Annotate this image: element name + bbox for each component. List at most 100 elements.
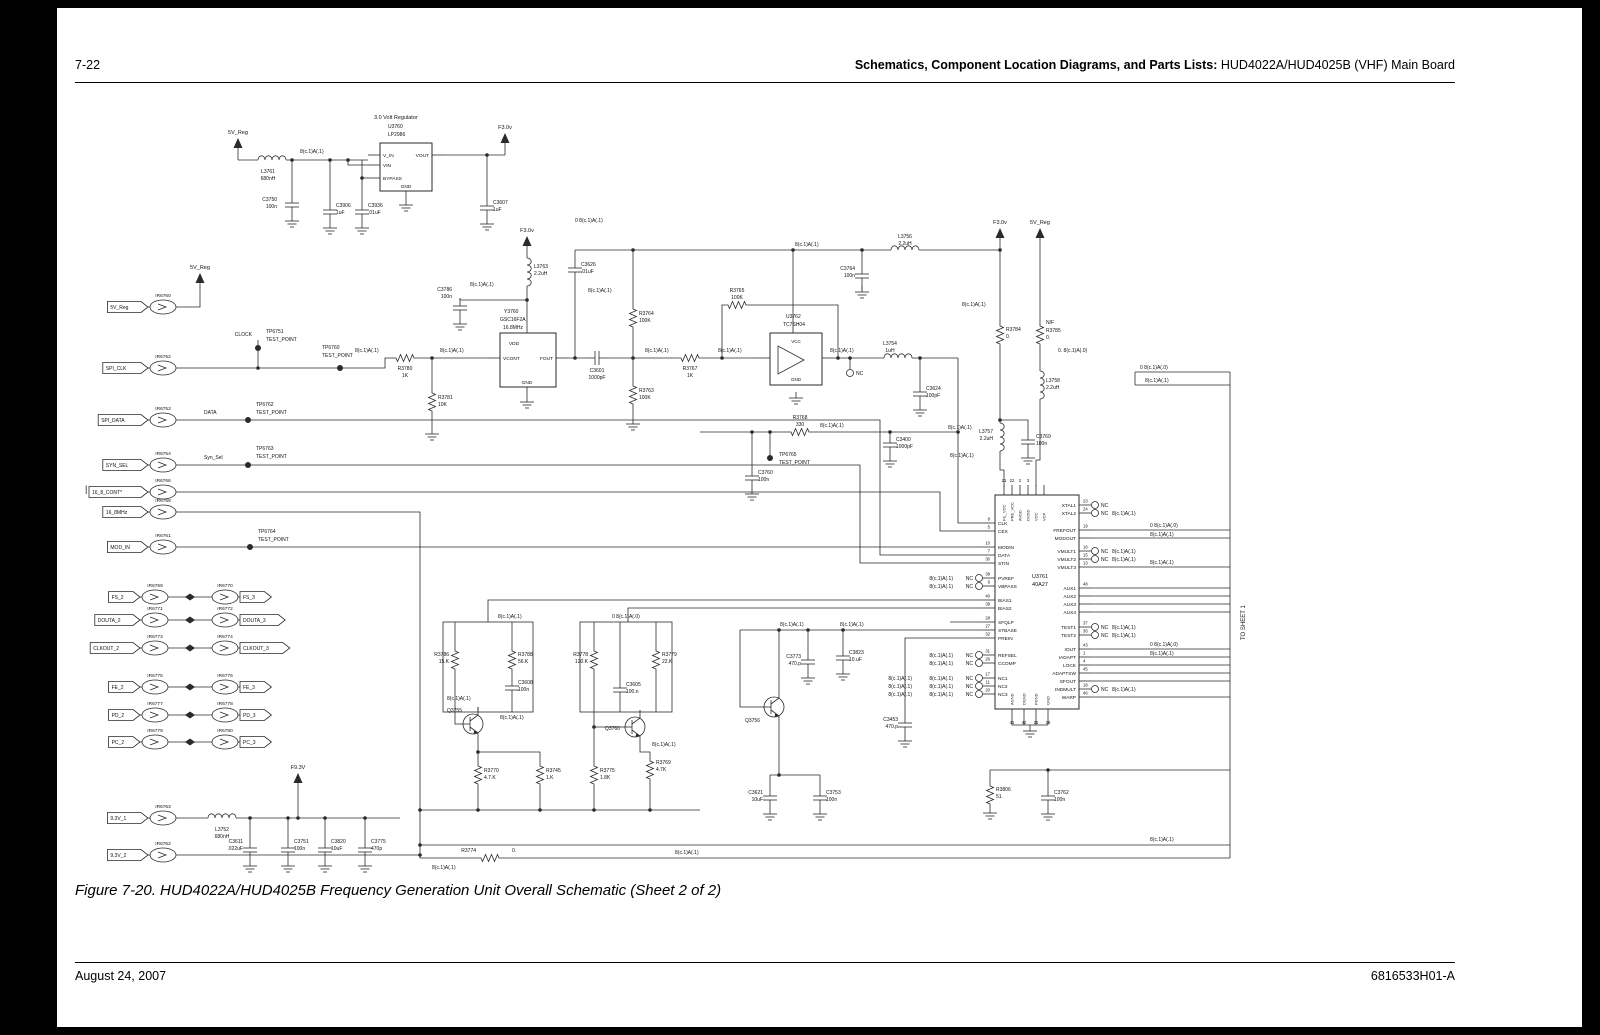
pin-number: 5: [988, 525, 991, 530]
pin-name: PVREF: [998, 576, 1014, 582]
wire: [176, 511, 478, 859]
pin-name: VOUT: [416, 153, 429, 159]
signal-name: FE_2: [112, 685, 124, 691]
component-outline: [579, 621, 673, 713]
junction-dot: [296, 816, 300, 820]
schematic-label: L3758: [1046, 378, 1060, 384]
left-black-margin: [0, 0, 57, 1035]
ic-U3760: [379, 142, 433, 192]
schematic-label: 100n: [758, 477, 769, 483]
schematic-label: 330: [796, 422, 805, 428]
schematic-label: 8(c.1)A(.1): [652, 742, 676, 748]
schematic-label: C3605: [626, 682, 641, 688]
connector-ref: IR6775: [147, 673, 163, 679]
nc-icon: [975, 682, 983, 690]
schematic-label: C3760: [758, 470, 773, 476]
connector-arrow-icon: [149, 711, 160, 719]
pin-number: 30: [985, 557, 990, 562]
schematic-label: CLOCK: [235, 332, 253, 338]
nc-icon: [1091, 501, 1099, 509]
signal-flag: [89, 642, 141, 654]
nc-label: NC: [1101, 633, 1109, 639]
schematic-label: 8(c.1)A(.1): [929, 692, 953, 698]
signal-name: FS_2: [112, 595, 124, 601]
wire: [454, 712, 459, 725]
schematic-label: C3624: [926, 386, 941, 392]
transistor-Q3756: [770, 690, 780, 705]
signal-name: DOUTA_2: [98, 618, 121, 624]
connector-ref: IR6768: [155, 498, 171, 504]
schematic-label: TP6764: [258, 529, 276, 535]
connector-arrow-icon: [149, 683, 160, 691]
schematic-label: 8(c.1)A(.1): [888, 692, 912, 698]
junction-dot: [476, 750, 480, 754]
signal-flag: [107, 541, 149, 553]
schematic-label: 16.8MHz: [503, 325, 524, 331]
test-point-dot: [767, 455, 773, 461]
test-point-dot: [337, 365, 343, 371]
pin-number: 48: [1083, 582, 1088, 587]
schematic-label: 8(c.1)A(.1): [1112, 557, 1136, 563]
connector-IR6763: [149, 810, 177, 826]
header-rule: [75, 82, 1455, 83]
connector-ref: IR6769: [147, 583, 163, 589]
junction-dot: [806, 628, 810, 632]
junction-dot: [256, 366, 260, 370]
schematic-label: 1.K: [546, 775, 554, 781]
schematic-label: TP6763: [256, 446, 274, 452]
schematic-label: TO SHEET 1: [1241, 605, 1247, 640]
nc-label: NC: [1101, 687, 1109, 693]
junction-dot: [768, 430, 772, 434]
connector-IR6769: [141, 589, 169, 605]
schematic-label: |: [85, 484, 87, 494]
connector-arrow-icon: [157, 488, 168, 496]
schematic-label: 0.: [512, 848, 516, 854]
connector-ref: IR6772: [217, 606, 233, 612]
junction-dot: [720, 356, 724, 360]
schematic-label: 8(c.1)A(.1): [840, 622, 864, 628]
resistor-R3769: [645, 758, 655, 782]
schematic-label: DATA: [204, 410, 217, 416]
pin-name: AVDD: [1018, 510, 1023, 521]
schematic-label: 8(c.1)A(.1): [447, 696, 471, 702]
schematic-label: C3906: [336, 203, 351, 209]
schematic-label: 100n: [441, 294, 452, 300]
nc-label: NC: [966, 661, 974, 667]
pin-name: VCC: [1034, 512, 1039, 521]
signal-flag: [239, 709, 273, 721]
schematic-label: U3762: [786, 314, 801, 320]
schematic-label: 120.K: [575, 659, 589, 665]
signal-name: 9.3V_2: [110, 853, 126, 859]
transistor-Q3760: [631, 710, 641, 725]
junction-dot: [346, 158, 350, 162]
schematic-label: 8(c.1)A(.1): [929, 684, 953, 690]
connector-ref: IR6754: [155, 451, 171, 457]
schematic-label: 100n: [844, 273, 855, 279]
schematic-label: 8(c.1)A(.1): [498, 614, 522, 620]
bottom-black-margin: [0, 1027, 1600, 1035]
pin-number: 8: [988, 517, 991, 522]
schematic-label: 8(c.1)A(.1): [1112, 511, 1136, 517]
signal-flag: [88, 486, 149, 498]
connector-ref: IR6778: [217, 701, 233, 707]
schematic-label: 100pF: [926, 393, 940, 399]
schematic-label: 51.: [996, 794, 1003, 800]
schematic-label: C3936: [368, 203, 383, 209]
emitter-arrow-icon: [774, 713, 779, 717]
pin-name: DVDD: [1026, 510, 1031, 521]
pin-number: 39: [985, 602, 990, 607]
schematic-label: 2.2uH: [1046, 385, 1060, 391]
connector-arrow-icon: [157, 543, 168, 551]
connector-ref: IR6762: [155, 841, 171, 847]
pin-number: 25: [1034, 720, 1039, 725]
right-black-margin: [1582, 0, 1600, 1035]
schematic-label: 8(c.1)A(.1): [929, 576, 953, 582]
pin-name: INDMULT: [1055, 687, 1076, 693]
wire: [904, 637, 983, 715]
signal-flag: [102, 506, 149, 518]
power-net-label: 5V_Reg: [190, 265, 210, 271]
pin-number: 9: [988, 580, 991, 585]
connector-ref: IR6773: [147, 634, 163, 640]
schematic-label: TEST_POINT: [266, 337, 297, 343]
schematic-label: TEST_POINT: [256, 410, 287, 416]
